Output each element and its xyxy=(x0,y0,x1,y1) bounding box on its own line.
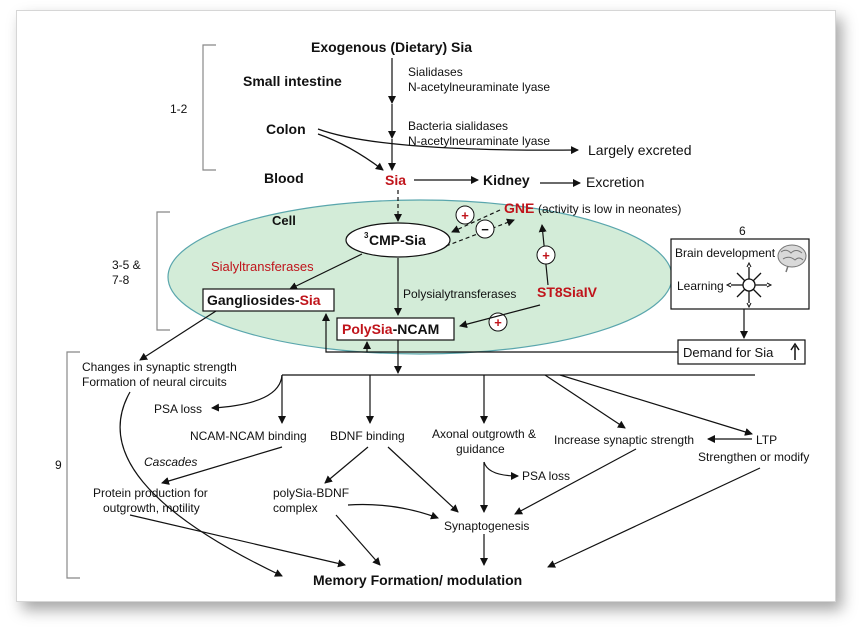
st8siaiv-label: ST8SiaIV xyxy=(537,284,598,300)
polysia-text: PolySia xyxy=(342,321,393,337)
psa-loss-label-1: PSA loss xyxy=(154,402,202,416)
arrow-axonal-psa xyxy=(483,461,519,480)
arrow-gangliosides-changes xyxy=(139,310,217,361)
cmp-sia-ellipse xyxy=(345,222,451,258)
plus-sign-3: + xyxy=(494,315,502,330)
arrow-complex-memory xyxy=(335,514,381,566)
bracket-3-5-7-8 xyxy=(156,211,170,331)
brain-icon xyxy=(777,244,807,273)
plus-sign-1: + xyxy=(461,208,469,223)
arrow-gne-cmp-dashed xyxy=(451,209,501,233)
arrow-colon-excreted xyxy=(317,128,579,155)
arrow-st8-polysia xyxy=(459,304,541,329)
ref-9: 9 xyxy=(55,458,62,472)
gne-label: GNE xyxy=(504,200,534,216)
psa-loss-label-2: PSA loss xyxy=(522,469,570,483)
ncam-binding-label: NCAM-NCAM binding xyxy=(190,429,307,443)
arrow-increase-synaptogenesis xyxy=(514,448,637,515)
axonal-label-1: Axonal outgrowth & xyxy=(432,427,536,441)
arrow-cmp-gangliosides xyxy=(289,253,363,290)
arrow-protein-memory xyxy=(129,514,346,568)
memory-label: Memory Formation/ modulation xyxy=(313,572,522,588)
neuron-icon xyxy=(725,261,773,309)
arrow-increase-synaptic xyxy=(544,374,626,429)
ref-3-5-a: 3-5 & xyxy=(112,258,141,272)
plus-circle-st8 xyxy=(536,245,556,265)
gne-note: (activity is low in neonates) xyxy=(538,202,681,216)
changes-label-2: Formation of neural circuits xyxy=(82,375,227,389)
polysia-ncam-box xyxy=(336,317,455,341)
arrow-psa-loss-1 xyxy=(211,374,283,412)
ncam-text: -NCAM xyxy=(393,321,440,337)
strengthen-label: Strengthen or modify xyxy=(698,450,809,464)
brain-development-label: Brain development xyxy=(675,246,776,260)
axonal-label-2: guidance xyxy=(456,442,505,456)
gangliosides-label: Gangliosides-Sia xyxy=(207,292,321,308)
plus-sign-2: + xyxy=(542,248,550,263)
demand-label: Demand for Sia xyxy=(683,345,774,360)
cmp-sia-label: CMP-Sia xyxy=(369,232,426,248)
arrow-bdnf-complex xyxy=(324,446,369,484)
lyase-label-1: N-acetylneuraminate lyase xyxy=(408,80,550,94)
protein-label-1: Protein production for xyxy=(93,486,208,500)
arrow-complex-synaptogenesis xyxy=(347,503,439,520)
protein-label-2: outgrowth, motility xyxy=(103,501,200,515)
arrow-bdnf-synaptogenesis xyxy=(387,446,459,513)
line-demand-feedback xyxy=(322,313,678,353)
arrow-ncam-protein xyxy=(161,446,283,485)
minus-sign: − xyxy=(481,222,489,237)
up-arrow-icon xyxy=(790,342,800,360)
increase-synaptic-label: Increase synaptic strength xyxy=(554,433,694,447)
colon-label: Colon xyxy=(266,121,306,137)
plus-circle-gne xyxy=(455,205,475,225)
lyase-label-2: N-acetylneuraminate lyase xyxy=(408,134,550,148)
gangliosides-sia-text: Sia xyxy=(300,292,321,308)
polysia-bdnf-label-2: complex xyxy=(273,501,318,515)
polysia-bdnf-label-1: polySia-BDNF xyxy=(273,486,349,500)
bacteria-sialidases-label: Bacteria sialidases xyxy=(408,119,508,133)
minus-circle-gne xyxy=(475,219,495,239)
exogenous-label: Exogenous (Dietary) Sia xyxy=(311,39,472,55)
ref-6: 6 xyxy=(739,224,746,238)
cmp-sia-sup: 3 xyxy=(364,231,369,240)
arrow-ltp xyxy=(559,374,753,436)
arrow-ltp-memory xyxy=(547,467,761,568)
bracket-1-2 xyxy=(202,44,216,171)
sia-label: Sia xyxy=(385,172,406,188)
kidney-label: Kidney xyxy=(483,172,530,188)
cell-label: Cell xyxy=(272,213,296,228)
gangliosides-box xyxy=(202,288,335,312)
bracket-9 xyxy=(66,351,80,579)
learning-label: Learning xyxy=(677,279,724,293)
ltp-label: LTP xyxy=(756,433,777,447)
ref-1-2: 1-2 xyxy=(170,102,188,116)
gangliosides-text: Gangliosides- xyxy=(207,292,300,308)
excretion-label: Excretion xyxy=(586,174,644,190)
ref-3-5-b: 7-8 xyxy=(112,273,130,287)
cascades-label: Cascades xyxy=(144,455,197,469)
polysia-ncam-label: PolySia-NCAM xyxy=(342,321,439,337)
sialyltransferases-label: Sialyltransferases xyxy=(211,259,314,274)
bdnf-binding-label: BDNF binding xyxy=(330,429,405,443)
largely-excreted-label: Largely excreted xyxy=(588,142,692,158)
sialidases-label: Sialidases xyxy=(408,65,463,79)
demand-box xyxy=(677,339,806,365)
small-intestine-label: Small intestine xyxy=(243,73,342,89)
polysialyltransferases-label: Polysialytransferases xyxy=(403,287,516,301)
blood-label: Blood xyxy=(264,170,304,186)
arrow-changes-memory xyxy=(119,391,283,577)
arrow-colon-sia xyxy=(317,133,384,171)
changes-label-1: Changes in synaptic strength xyxy=(82,360,237,374)
synaptogenesis-label: Synaptogenesis xyxy=(444,519,529,533)
